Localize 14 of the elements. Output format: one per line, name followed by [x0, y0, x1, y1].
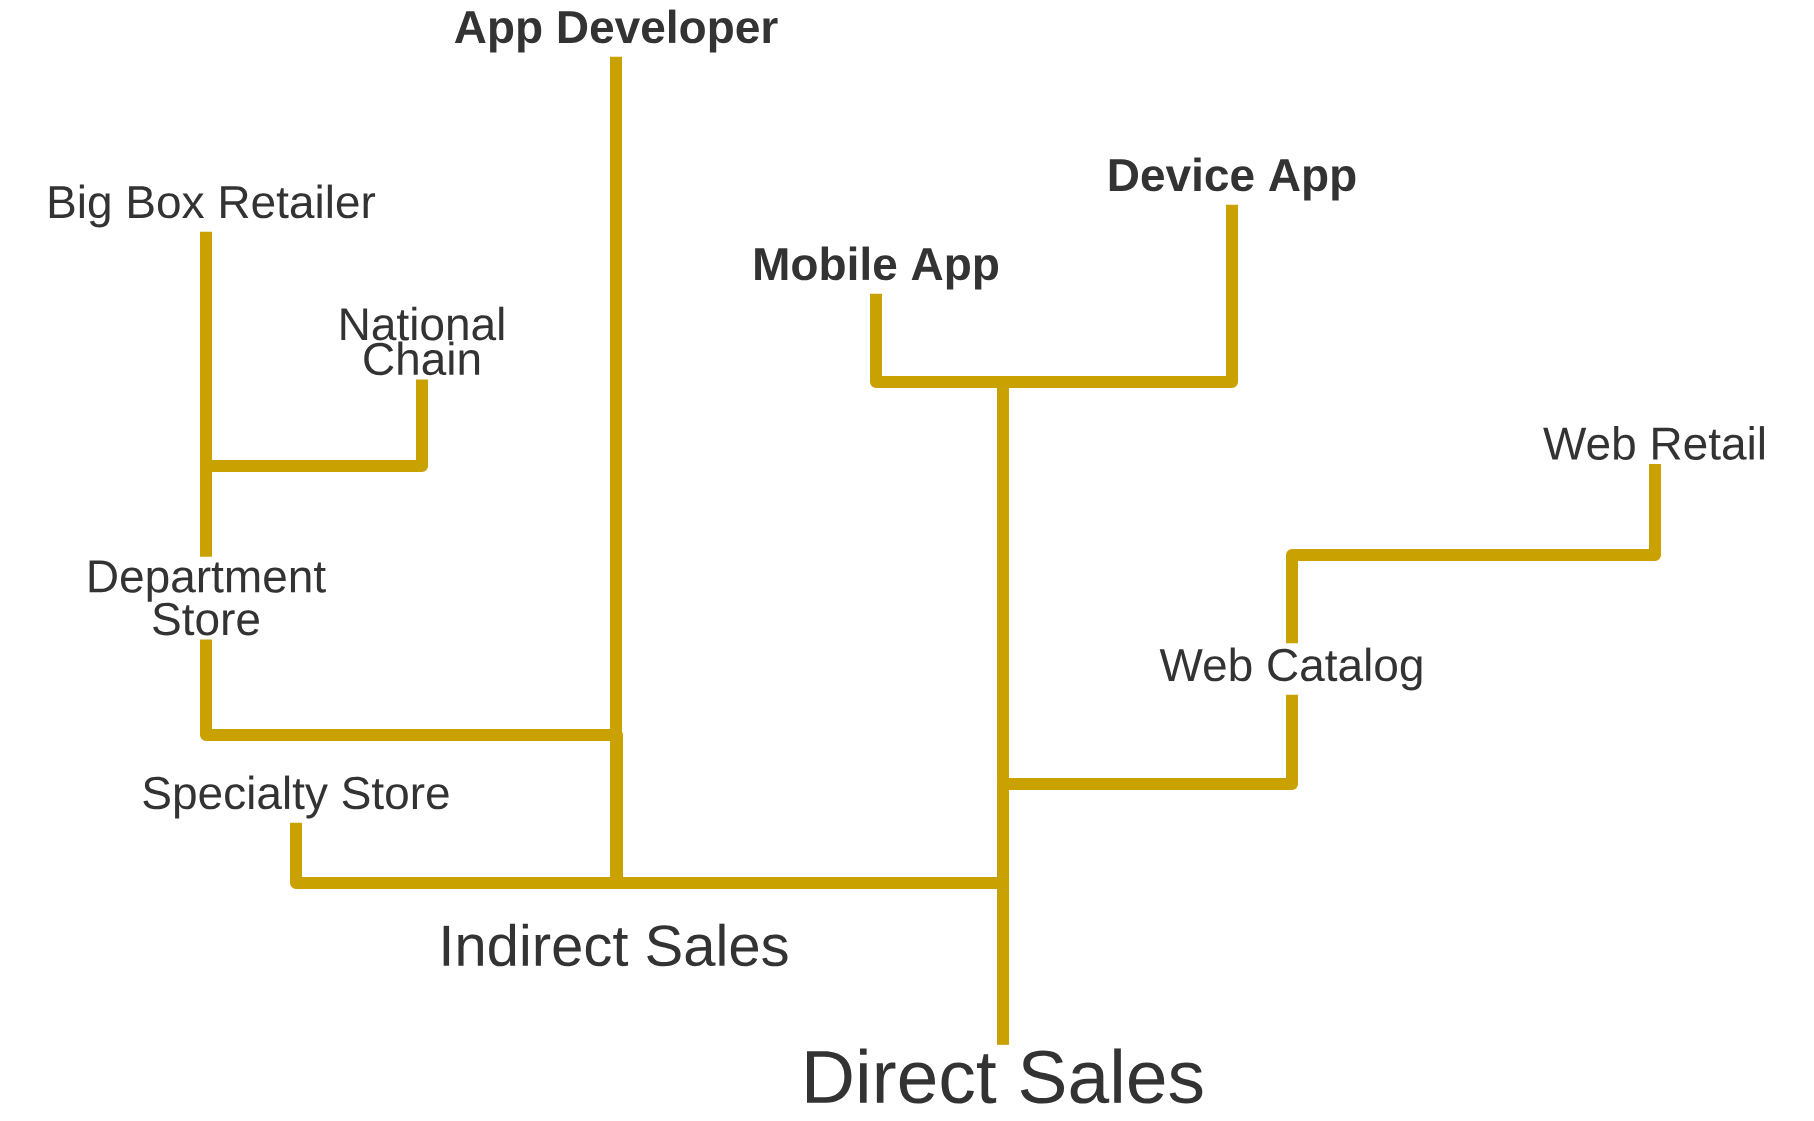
- category-label: Direct Sales: [807, 1048, 1203, 1104]
- category-label: National Chain: [341, 306, 504, 376]
- connector-line: [200, 379, 428, 557]
- category-label: Department Store: [89, 560, 326, 636]
- connector-line: [1286, 464, 1661, 644]
- category-label: Web Retail: [1543, 426, 1764, 460]
- category-label: App Developer: [454, 9, 778, 53]
- branch-label: Indirect Sales: [443, 923, 788, 967]
- category-label: Web Catalog: [1159, 647, 1422, 691]
- category-label: Device App: [1109, 157, 1356, 201]
- connector-line: [997, 694, 1298, 1045]
- category-label: Specialty Store: [143, 775, 449, 819]
- category-label: Big Box Retailer: [49, 184, 376, 228]
- category-label: Mobile App: [755, 246, 999, 290]
